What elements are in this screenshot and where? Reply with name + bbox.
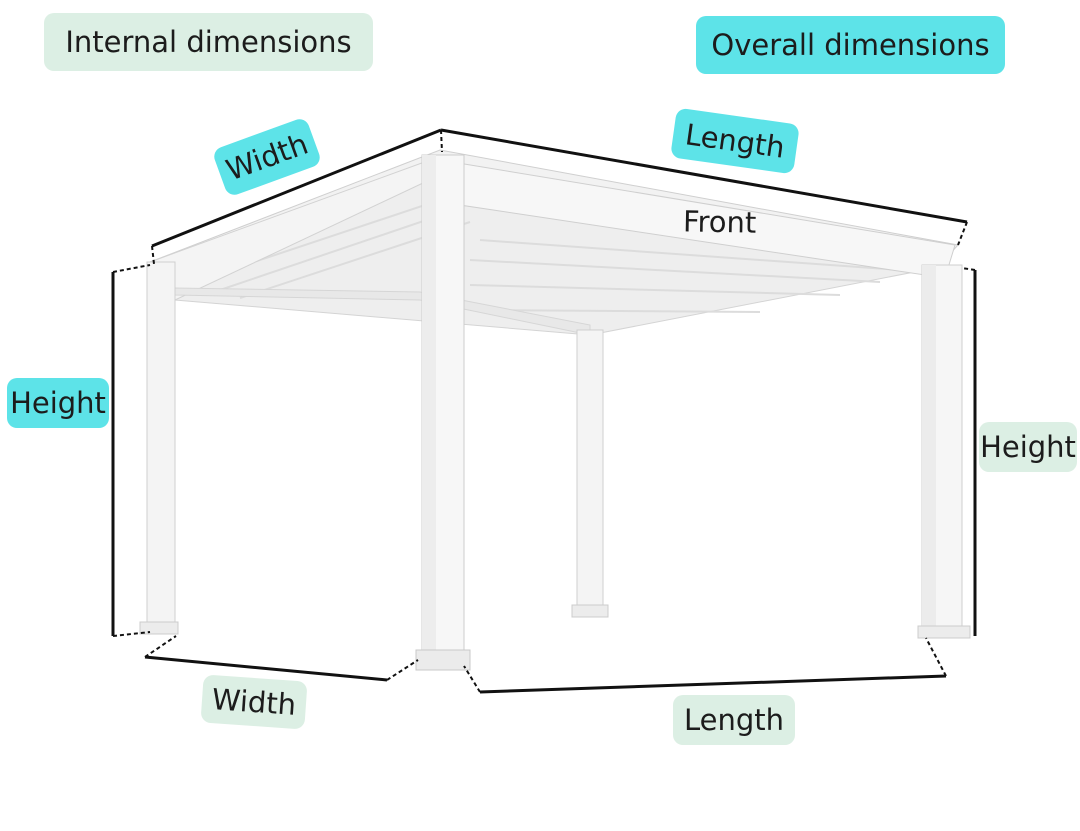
post-right-base <box>917 625 971 639</box>
post-back-left <box>146 261 176 635</box>
post-back-middle-base <box>571 604 609 618</box>
legend-overall-dimensions: Overall dimensions <box>696 16 1005 74</box>
dim-top-length <box>440 128 968 246</box>
label-bottom-length: Length <box>673 695 795 745</box>
dim-top-width <box>151 128 443 265</box>
post-back-left-base <box>139 621 179 635</box>
dim-left-height <box>111 264 151 637</box>
legend-internal-dimensions: Internal dimensions <box>44 13 373 71</box>
post-back-middle <box>576 329 604 616</box>
label-right-height: Height <box>979 422 1077 472</box>
label-bottom-width: Width <box>200 674 308 730</box>
label-front: Front <box>682 204 757 240</box>
post-front-shade <box>422 155 436 667</box>
dim-right-height <box>961 267 977 636</box>
legend-internal-label: Internal dimensions <box>65 25 352 59</box>
dim-bottom-length <box>463 637 947 694</box>
post-front-base <box>415 649 471 671</box>
label-left-height: Height <box>7 378 109 428</box>
post-right-shade <box>922 265 936 635</box>
legend-overall-label: Overall dimensions <box>711 28 990 62</box>
dim-bottom-width <box>144 635 419 682</box>
